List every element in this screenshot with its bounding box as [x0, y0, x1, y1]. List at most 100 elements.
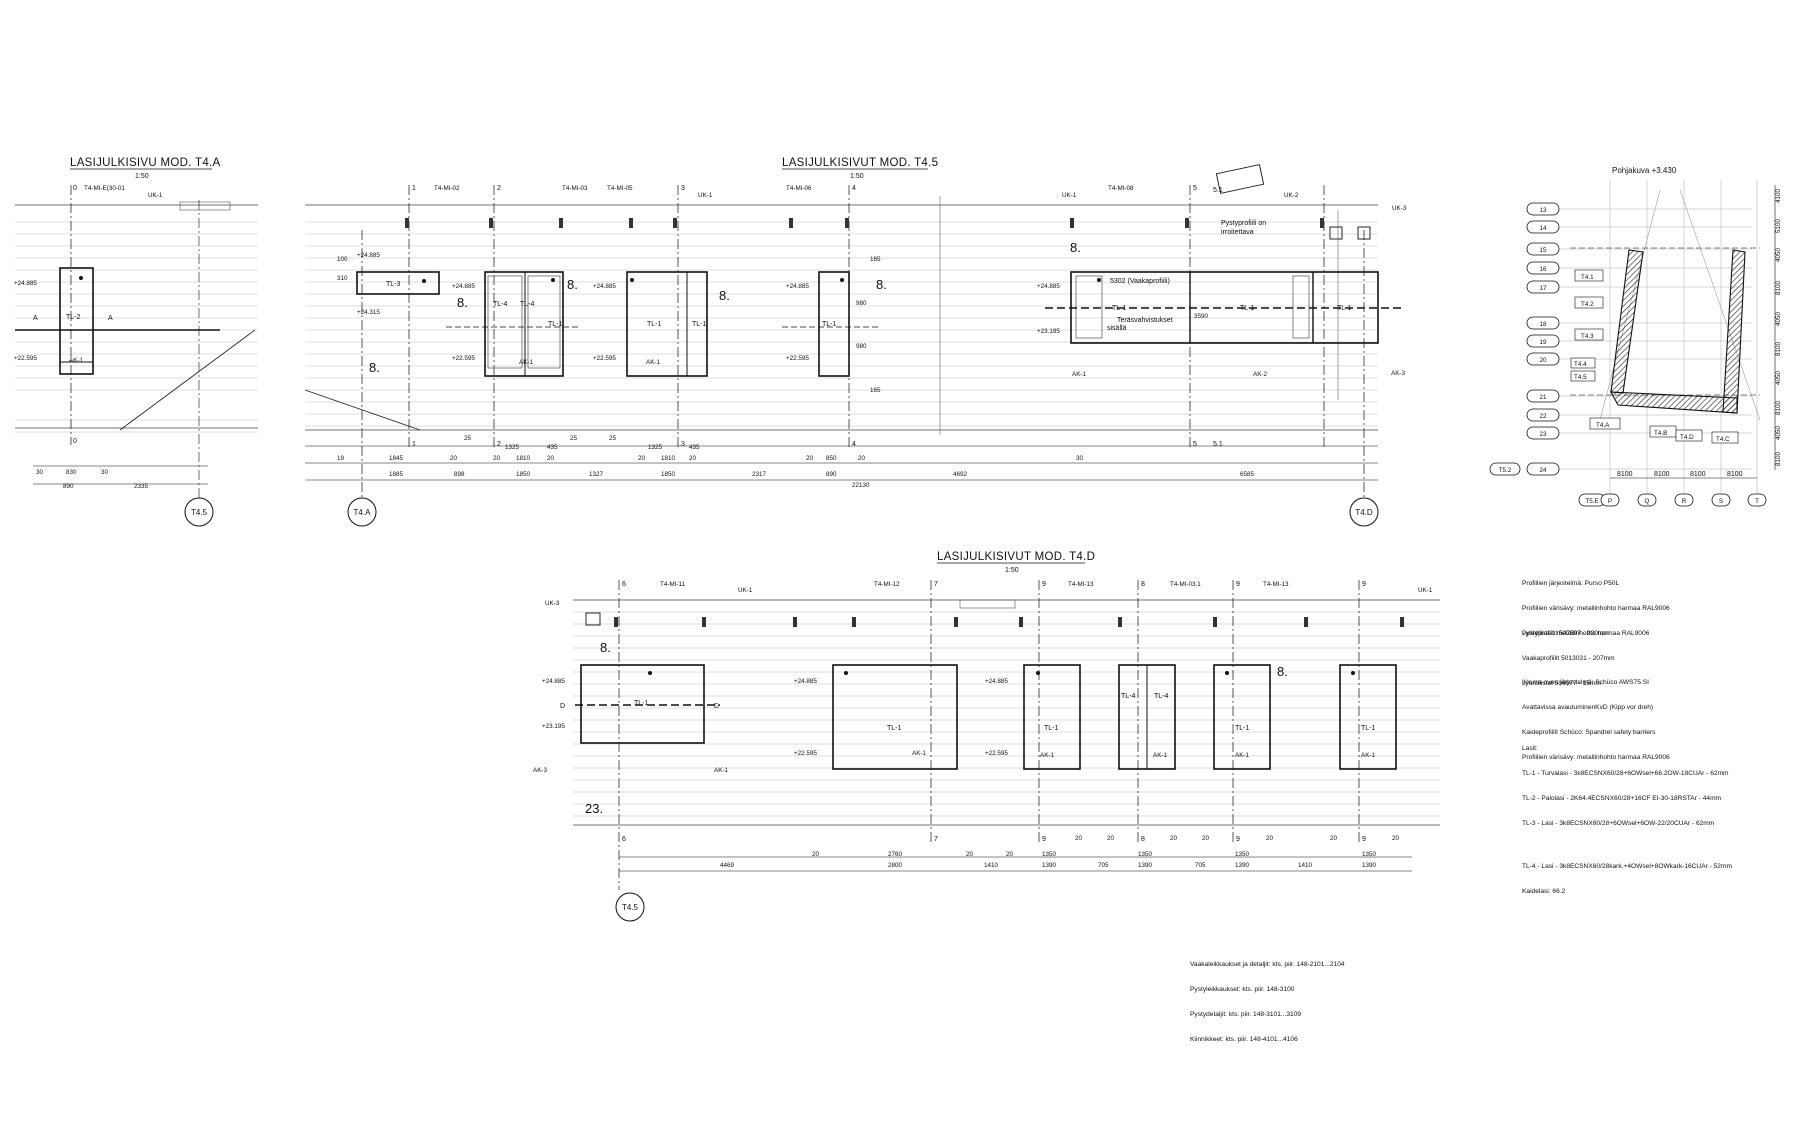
note-line: Profiilien värisävy: metallinhohto harma… [1522, 754, 1670, 762]
t45-grid-4: 4 [852, 185, 856, 192]
notes-window-system: Ikkuna-oven järjestelmä: Schüco AWS75.SI… [1522, 662, 1670, 771]
t45-grid-3b: 3 [681, 441, 685, 448]
plan-row-labels: 13 14 15 16 17 18 19 20 21 22 23 24 T5.2 [1499, 207, 1547, 474]
t4d-grid-7b: 7 [934, 836, 938, 843]
t45-grid-lines [361, 185, 1365, 520]
t4d-dim-12: 20 [1266, 835, 1274, 842]
plan-row-17: 17 [1539, 285, 1547, 292]
t45-eight-3: 8. [719, 288, 730, 303]
t4d-dim-5: 1350 [1042, 851, 1057, 858]
t45-dim-4: 25 [464, 435, 472, 442]
t45-ak2: AK-2 [1253, 371, 1267, 378]
t45-dim-14: 30 [1076, 455, 1084, 462]
note-line: Lasit: [1522, 744, 1538, 752]
t4d-dim-r2-10: 1390 [1362, 862, 1377, 869]
t45-bubble-right: T4.D [1355, 508, 1373, 517]
plan-tag-t4b: T4.B [1654, 430, 1667, 437]
t4d-anchors [614, 617, 1404, 627]
plan-dim-r5: 4050 [1775, 311, 1782, 326]
t4d-grid-6b: 6 [622, 836, 626, 843]
plan-row-22: 22 [1539, 413, 1547, 420]
t45-dim-1: 19 [337, 455, 345, 462]
t45-terasvahvistukset: Teräsvahvistukset [1117, 317, 1173, 324]
plan-row-18: 18 [1539, 321, 1547, 328]
t45-tl1-c: TL-1 [692, 321, 707, 328]
plan-tag-t42: T4.2 [1581, 301, 1594, 308]
plan-col-t: T [1755, 498, 1759, 505]
t4d-scale: 1:50 [1005, 567, 1019, 574]
t4d-dim-r2-8: 1390 [1235, 862, 1250, 869]
t4d-dim-r2-9: 1410 [1298, 862, 1313, 869]
t45-tl4-a: TL-4 [493, 301, 508, 308]
t4d-section-left: D [560, 703, 565, 710]
t4d-dim-6: 20 [1075, 835, 1083, 842]
plan-dim-r7: 4050 [1775, 370, 1782, 385]
note-line: Lyöntilistat: metallinhohto harmaa RAL90… [1522, 630, 1650, 638]
t4a-section-right: A [108, 315, 113, 322]
note-line: Pystyprofiilit 507597 - 200mm [1522, 629, 1609, 637]
t45-level-c2: +22.595 [593, 355, 616, 362]
t45-grid-4b: 4 [852, 441, 856, 448]
t45-tag-mi05: T4-MI-05 [607, 185, 633, 192]
t45-tl1-f: TL-1 [1240, 305, 1255, 312]
t4d-grid-9b: 9 [1236, 581, 1240, 588]
t45-dim-6: 435 [547, 444, 558, 451]
plan-right-dims: 4100 5100 4050 8100 4050 8100 4050 8100 … [1775, 188, 1782, 466]
t45-dim-row-mid: 20 1810 20 20 1810 20 [493, 455, 697, 462]
note-line: Pystyleikkaukset: kts. piir. 148-3100 [1190, 986, 1295, 994]
plan-col-p: P [1608, 498, 1612, 505]
t45-dim-v2: 310 [337, 275, 348, 282]
t4d-dim-7: 20 [1107, 835, 1115, 842]
t4a-grid-top: 0 [73, 185, 77, 192]
t45-eight-5: 8. [369, 360, 380, 375]
note-line: Profiilien värisävy: metallinhohto harma… [1522, 605, 1670, 613]
t4d-level-b: +23.195 [542, 723, 565, 730]
t4d-dim-3: 20 [966, 851, 974, 858]
t4d-ak1-c: AK-1 [1040, 752, 1054, 759]
elevation-t4d: LASIJULKISIVUT MOD. T4.D 1:50 6 7 9 [533, 551, 1440, 922]
plan-bottom-dims: 8100 8100 8100 8100 [1617, 471, 1743, 478]
t4a-glass-type: TL-2 [66, 314, 81, 321]
t4d-tag-mi12: T4-MI-12 [874, 581, 900, 588]
plan-col-bubbles [1578, 493, 1767, 507]
note-line: Avattavissa avautuminenKvD (Kipp vor dre… [1522, 704, 1654, 712]
t45-dim-row-2: 1885 898 1850 1327 1850 2317 890 4692 65… [389, 471, 1255, 478]
t4a-ak-label: AK-1 [69, 357, 83, 364]
t45-tl1-g: TL-1 [1337, 305, 1352, 312]
t4d-dim-r2-3: 1410 [984, 862, 999, 869]
t45-dim-10: 435 [689, 444, 700, 451]
t45-grid-2b: 2 [497, 441, 501, 448]
t45-dim-r2-1: 1885 [389, 471, 404, 478]
t45-dim-row-1: 19 1845 20 25 1325 435 25 25 1325 435 20… [337, 435, 1084, 462]
plan-row-13: 13 [1539, 207, 1547, 214]
t45-dim-v4b: 980 [856, 343, 867, 350]
t4a-dim-3: 30 [101, 469, 109, 476]
plan-dim-r9: 4050 [1775, 425, 1782, 440]
t4d-grid-9ab: 9 [1042, 836, 1046, 843]
t4d-grid-9a: 9 [1042, 581, 1046, 588]
t4d-ak1-d: AK-1 [1153, 752, 1167, 759]
note-line: Vaakaprofiilit 5013031 - 207mm [1522, 655, 1615, 663]
note-line: Kiinnikkeet: kts. piir. 148-4101...4106 [1190, 1036, 1298, 1044]
plan-dim-b2: 8100 [1654, 471, 1670, 478]
t45-dim-r2-9: 6585 [1240, 471, 1255, 478]
t45-level-c3: +22.595 [786, 355, 809, 362]
t45-dim-12: 850 [826, 455, 837, 462]
elevation-t45: LASIJULKISIVUT MOD. T4.5 1:50 [304, 157, 1407, 527]
t45-anchors [405, 218, 1324, 228]
t45-siding-lines [305, 221, 1378, 427]
t45-uk1-a: UK-1 [698, 192, 713, 199]
t45-ak3: AK-3 [1391, 370, 1405, 377]
t45-dim-r2-4: 1327 [589, 471, 604, 478]
plan-col-s: S [1719, 498, 1723, 505]
t45-uk2: UK-2 [1284, 192, 1299, 199]
t45-ak1-b: AK-1 [646, 359, 660, 366]
plan-row-20: 20 [1539, 357, 1547, 364]
plan-dim-b3: 8100 [1690, 471, 1706, 478]
t45-level-a4: +24.885 [786, 283, 809, 290]
note-line: TL-3 - Lasi - 3k8ECSNX60/28+6OWsel+6OW-2… [1522, 820, 1715, 828]
t4d-grid-7: 7 [934, 581, 938, 588]
t45-tag-mi03: T4-MI-03 [562, 185, 588, 192]
t45-dim-5: 1325 [505, 444, 520, 451]
